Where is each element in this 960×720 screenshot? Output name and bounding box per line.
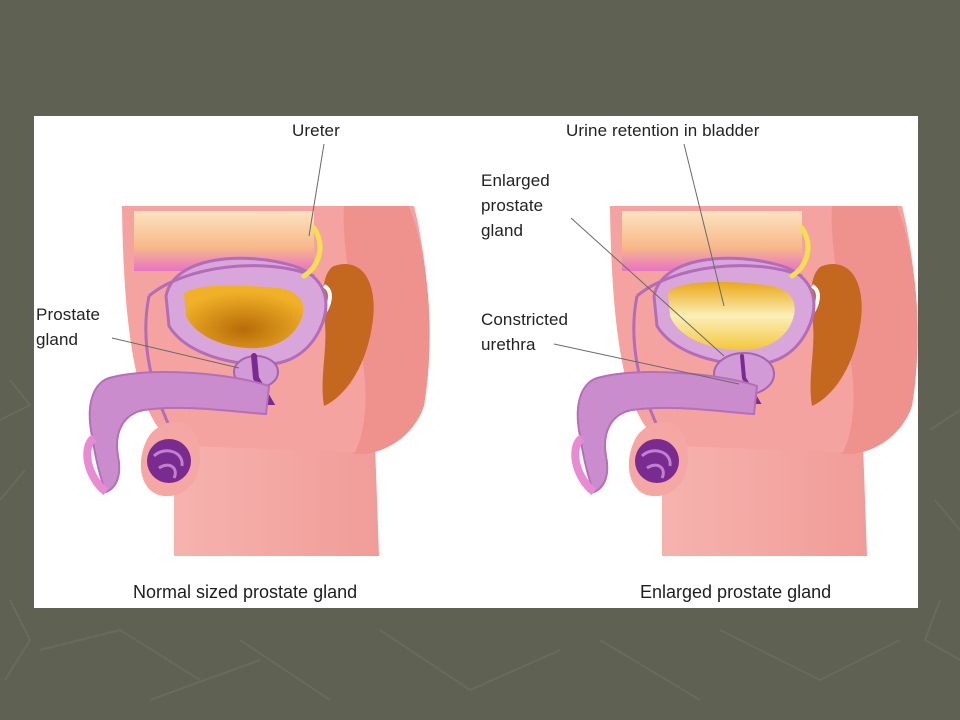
- anatomy-illustrations: [83, 143, 918, 556]
- label-constricted-urethra: Constricted urethra: [481, 310, 569, 354]
- testis: [147, 439, 191, 483]
- vas-deferens: [144, 264, 315, 437]
- leader-enlarged-prostate: [570, 217, 725, 357]
- caption-normal: Normal sized prostate gland: [133, 582, 358, 602]
- ureter-tube: [301, 225, 323, 279]
- rectum: [322, 264, 374, 406]
- label-enlarged-prostate-gland: Enlarged prostate gland: [481, 171, 550, 240]
- bladder-urine-retained: [668, 282, 795, 351]
- normal-anatomy-figure: [83, 206, 430, 556]
- label-ureter: Ureter: [292, 121, 340, 140]
- label-prostate-gland: Prostate gland: [36, 305, 101, 349]
- enlarged-anatomy-figure: [571, 206, 918, 556]
- bladder-urine: [184, 285, 304, 349]
- buttock: [343, 206, 430, 455]
- leader-ureter: [308, 143, 325, 237]
- leader-urine-retention: [683, 143, 725, 307]
- leader-prostate: [111, 337, 240, 369]
- leader-constricted-urethra: [553, 343, 740, 385]
- diagram-panel: Ureter Prostate gland Urine retention in…: [34, 116, 918, 608]
- label-urine-retention: Urine retention in bladder: [566, 121, 760, 140]
- leader-lines: [111, 143, 740, 385]
- caption-enlarged: Enlarged prostate gland: [640, 582, 832, 602]
- thigh: [174, 416, 379, 556]
